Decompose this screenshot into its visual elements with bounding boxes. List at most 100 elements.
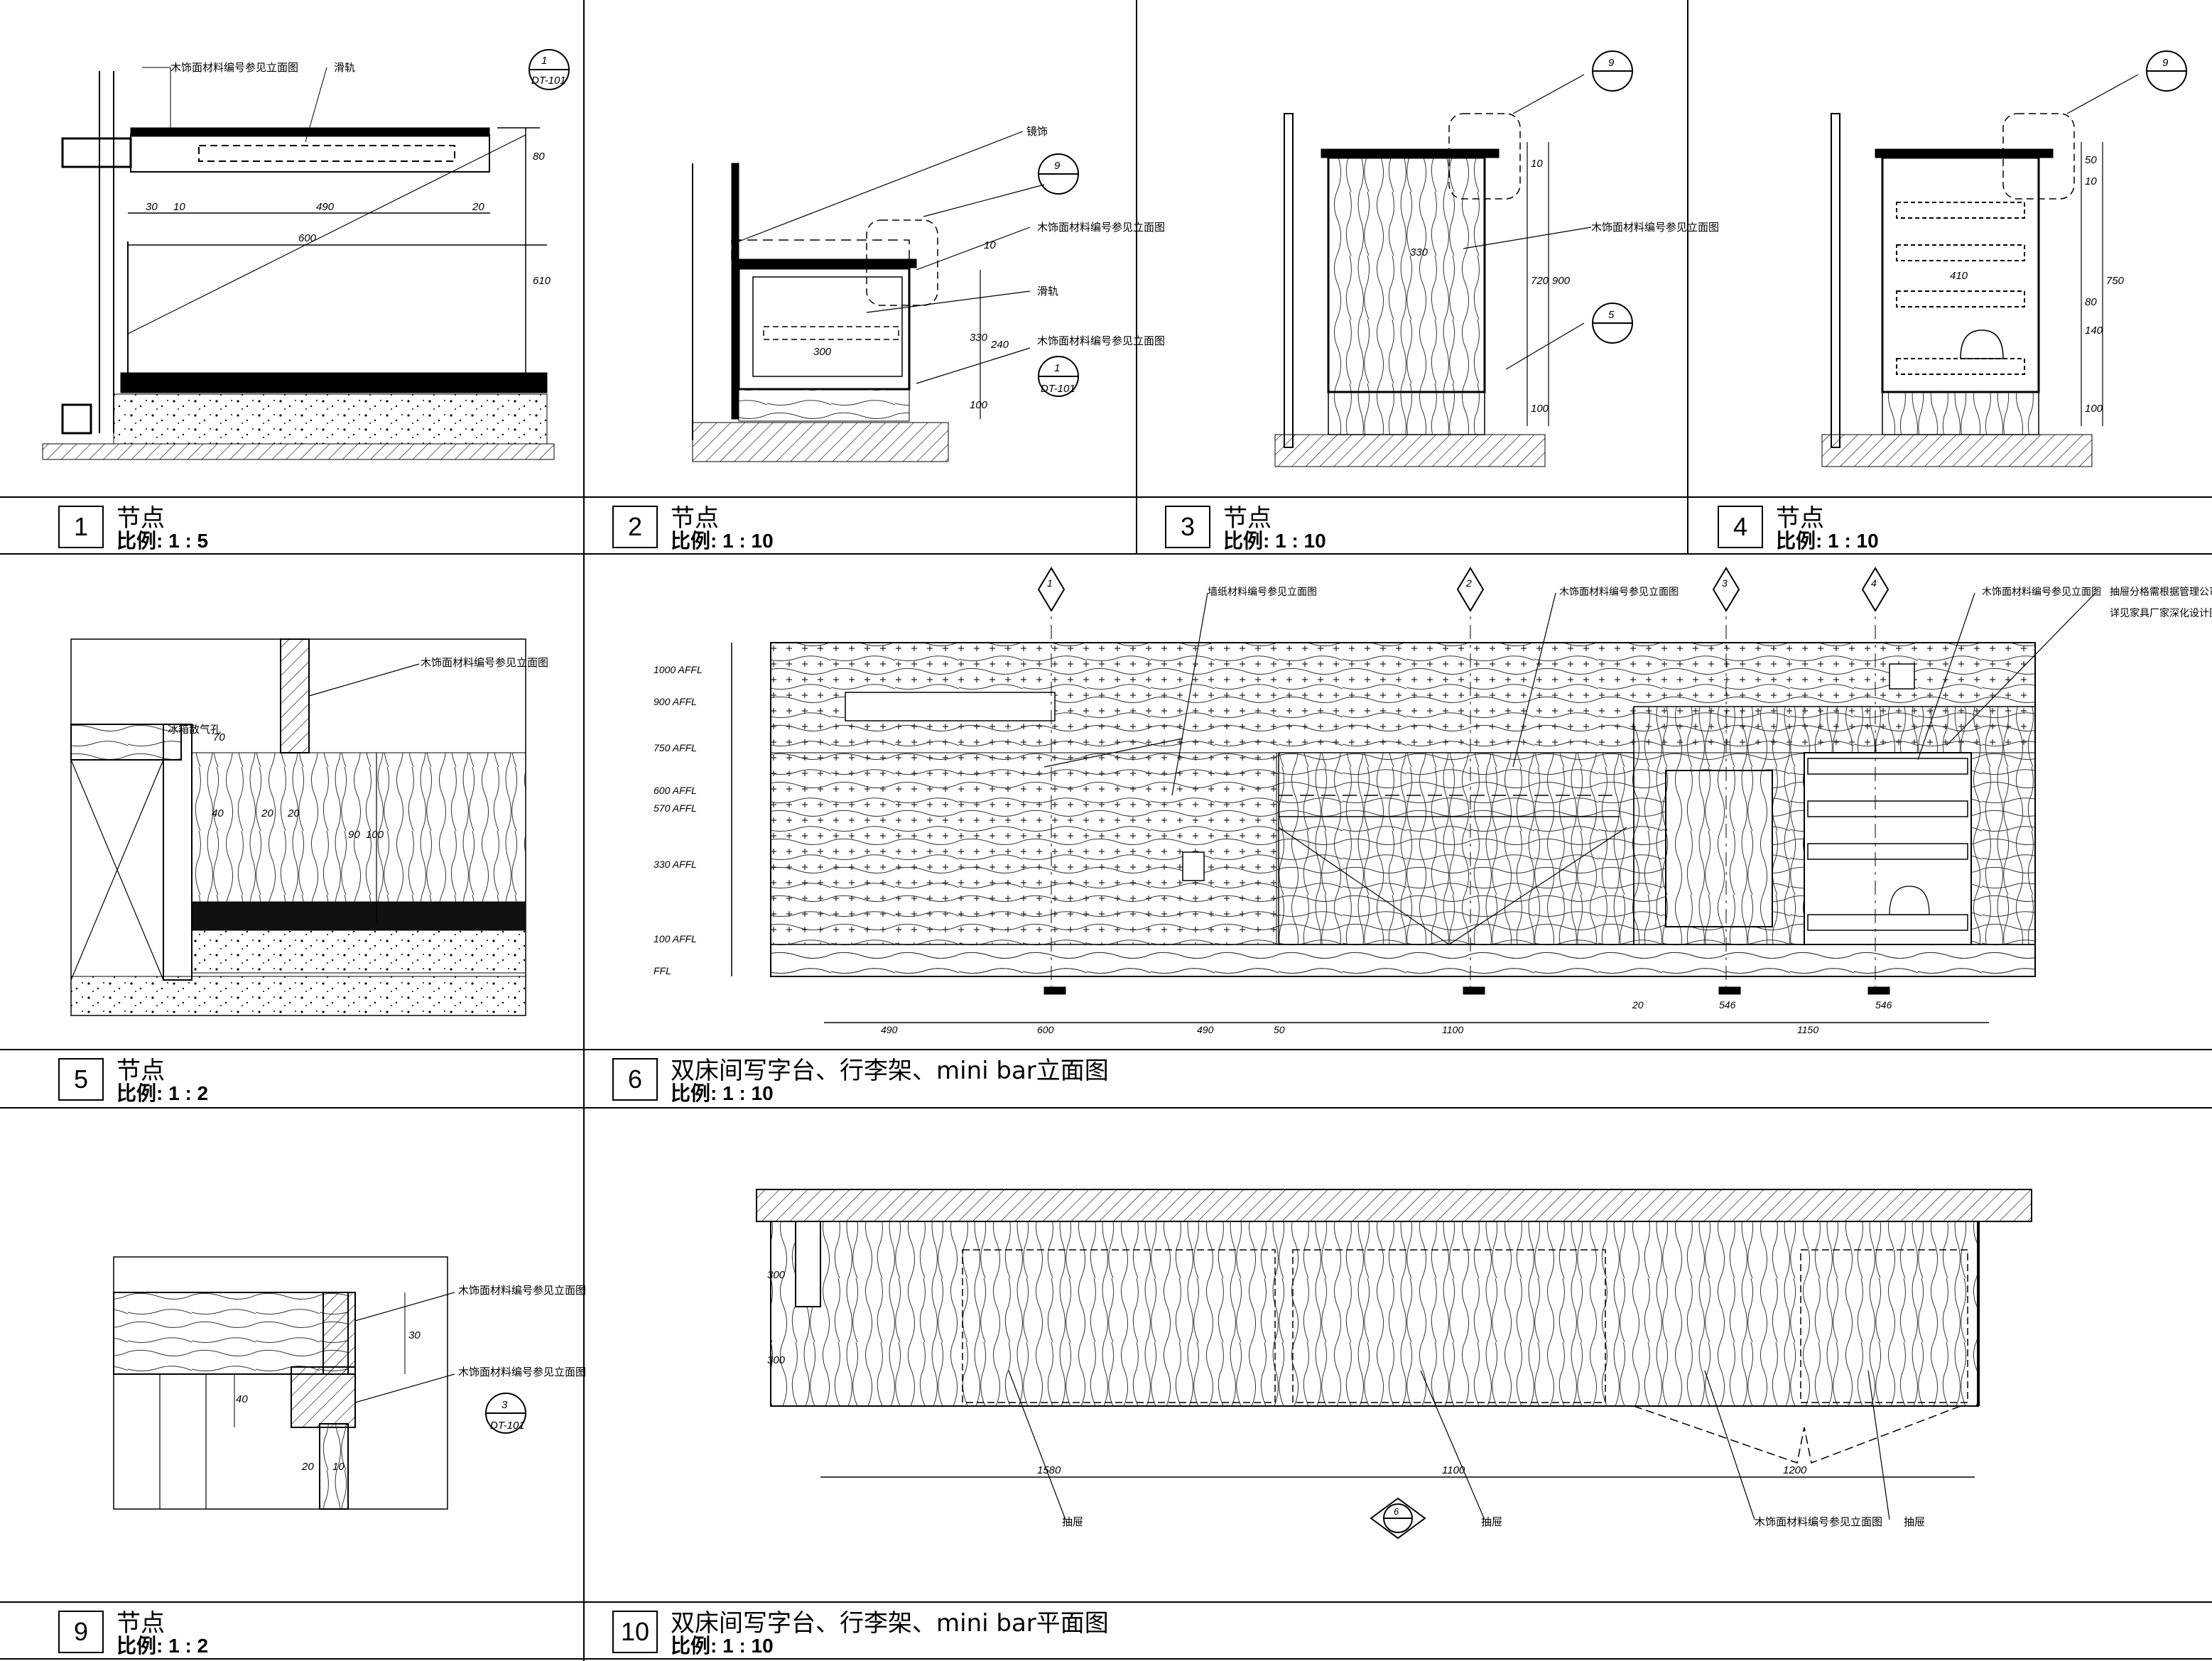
detail-title: 节点 — [116, 1609, 165, 1638]
p3-ref-5: 5 — [1608, 309, 1615, 321]
p6-level-570: 570 AFFL — [654, 802, 697, 814]
p6-level-ffl: FFL — [654, 965, 671, 976]
p9-ref-3: 3 — [502, 1399, 508, 1411]
p10-dim-1580: 1580 — [1037, 1464, 1061, 1476]
p5-note-vent: 冰箱散气孔 — [168, 723, 221, 736]
p6-note-wood-b: 木饰面材料编号参见立面图 — [1982, 586, 2101, 598]
p6-note-wall: 墙纸材料编号参见立面图 — [1208, 586, 1317, 598]
p6-dim-20: 20 — [1632, 999, 1644, 1011]
title-block-6: 6 双床间写字台、行李架、mini bar立面图 比例: 1 : 10 — [612, 1058, 1109, 1104]
p1-ref-1: 1 — [541, 55, 547, 67]
p3-dim-330: 330 — [1410, 246, 1428, 258]
detail-3-drawing — [1274, 50, 1633, 467]
p2-note-wood-b: 木饰面材料编号参见立面图 — [1037, 334, 1165, 347]
detail-title: 双床间写字台、行李架、mini bar立面图 — [671, 1057, 1109, 1085]
detail-scale: 比例: 1 : 2 — [116, 1082, 209, 1104]
detail-title: 节点 — [116, 1057, 165, 1085]
detail-number: 2 — [612, 506, 658, 548]
p9-dim-10: 10 — [332, 1461, 345, 1473]
title-block-3: 3 节点 比例: 1 : 10 — [1165, 506, 1326, 551]
detail-number: 4 — [1718, 506, 1763, 548]
p6-level-900: 900 AFFL — [654, 696, 697, 707]
p10-dim-1100: 1100 — [1442, 1464, 1465, 1476]
p6-dim-600: 600 — [1037, 1024, 1054, 1035]
p2-note-rail: 滑轨 — [1037, 285, 1058, 298]
p4-dim-410: 410 — [1950, 270, 1968, 282]
p4-dim-80: 80 — [2085, 296, 2097, 308]
p6-dim-490b: 490 — [1197, 1024, 1214, 1035]
detail-scale: 比例: 1 : 10 — [671, 530, 774, 552]
p4-dim-50: 50 — [2085, 154, 2097, 166]
p1-dim-20: 20 — [472, 201, 484, 213]
p5-dim-70: 70 — [213, 731, 225, 744]
detail-scale: 比例: 1 : 5 — [116, 530, 209, 552]
p1-note-rail: 滑轨 — [334, 61, 355, 74]
detail-2-drawing — [692, 131, 1079, 462]
title-block-2: 2 节点 比例: 1 : 10 — [612, 506, 774, 551]
p6-note-drawer-1: 抽屉分格需根据管理公司要求 — [2110, 587, 2212, 598]
p6-dim-490a: 490 — [881, 1024, 898, 1035]
p9-dim-40: 40 — [236, 1393, 248, 1405]
detail-scale: 比例: 1 : 2 — [116, 1635, 209, 1657]
p5-dim-90: 90 — [348, 829, 360, 841]
detail-number: 3 — [1165, 506, 1210, 548]
p4-dim-750: 750 — [2106, 275, 2125, 287]
p6-level-750: 750 AFFL — [654, 742, 697, 753]
p1-dim-600: 600 — [298, 232, 317, 244]
p3-dim-900: 900 — [1552, 275, 1571, 287]
p10-note-drawer-c: 抽屉 — [1904, 1515, 1925, 1528]
p6-dim-50: 50 — [1274, 1024, 1285, 1035]
p2-ref-1: 1 — [1054, 362, 1060, 374]
p1-dim-610: 610 — [533, 275, 551, 287]
title-block-1: 1 节点 比例: 1 : 5 — [58, 506, 208, 551]
p6-level-330: 330 AFFL — [654, 859, 697, 870]
p3-dim-10: 10 — [1531, 158, 1543, 170]
p4-dim-100: 100 — [2085, 403, 2103, 415]
p1-dim-80: 80 — [533, 151, 545, 163]
p2-dim-240: 240 — [990, 339, 1009, 351]
p10-dim-300a: 300 — [767, 1269, 786, 1281]
p10-dim-1200: 1200 — [1783, 1464, 1807, 1476]
p5-note-wood: 木饰面材料编号参见立面图 — [421, 656, 548, 669]
p5-dim-40: 40 — [212, 807, 224, 819]
p1-note-wood: 木饰面材料编号参见立面图 — [170, 61, 298, 74]
p3-dim-100: 100 — [1531, 403, 1549, 415]
detail-1-drawing — [42, 49, 570, 460]
detail-title: 节点 — [1223, 504, 1272, 533]
p9-dim-30: 30 — [408, 1329, 421, 1341]
p6-note-drawer-2: 详见家具厂家深化设计图纸 — [2110, 607, 2212, 619]
p6-dim-1150: 1150 — [1797, 1024, 1818, 1035]
p5-dim-20b: 20 — [287, 807, 300, 819]
p2-ref-9: 9 — [1054, 160, 1061, 172]
detail-number: 1 — [58, 506, 104, 548]
detail-number: 10 — [612, 1611, 658, 1653]
p9-dim-20: 20 — [301, 1461, 314, 1473]
detail-title: 双床间写字台、行李架、mini bar平面图 — [671, 1609, 1109, 1638]
p10-note-drawer-a: 抽屉 — [1062, 1515, 1083, 1528]
p6-level-100: 100 AFFL — [654, 933, 697, 944]
p3-note-wood: 木饰面材料编号参见立面图 — [1591, 221, 1719, 234]
p2-ref-dt: DT-101 — [1041, 383, 1075, 395]
detail-scale: 比例: 1 : 10 — [1223, 530, 1326, 552]
p4-ref-9: 9 — [2162, 57, 2169, 69]
title-block-4: 4 节点 比例: 1 : 10 — [1718, 506, 1879, 551]
detail-title: 节点 — [116, 504, 165, 533]
p2-dim-300: 300 — [813, 346, 832, 358]
p2-note-mirror: 镜饰 — [1026, 125, 1048, 138]
p1-dim-490: 490 — [316, 201, 335, 213]
detail-5-drawing — [70, 638, 526, 1016]
detail-scale: 比例: 1 : 10 — [671, 1082, 774, 1104]
p1-dim-30: 30 — [146, 201, 158, 213]
p3-dim-720: 720 — [1531, 275, 1549, 287]
p10-section-6: 6 — [1394, 1506, 1399, 1517]
p2-dim-100: 100 — [970, 399, 988, 411]
title-block-10: 10 双床间写字台、行李架、mini bar平面图 比例: 1 : 10 — [612, 1611, 1109, 1656]
p1-dim-10: 10 — [173, 201, 185, 213]
p6-level-600: 600 AFFL — [654, 785, 697, 796]
p9-note-wood-b: 木饰面材料编号参见立面图 — [458, 1366, 586, 1378]
p6-note-wood-a: 木饰面材料编号参见立面图 — [1559, 586, 1679, 598]
p6-dim-1100: 1100 — [1442, 1024, 1463, 1035]
